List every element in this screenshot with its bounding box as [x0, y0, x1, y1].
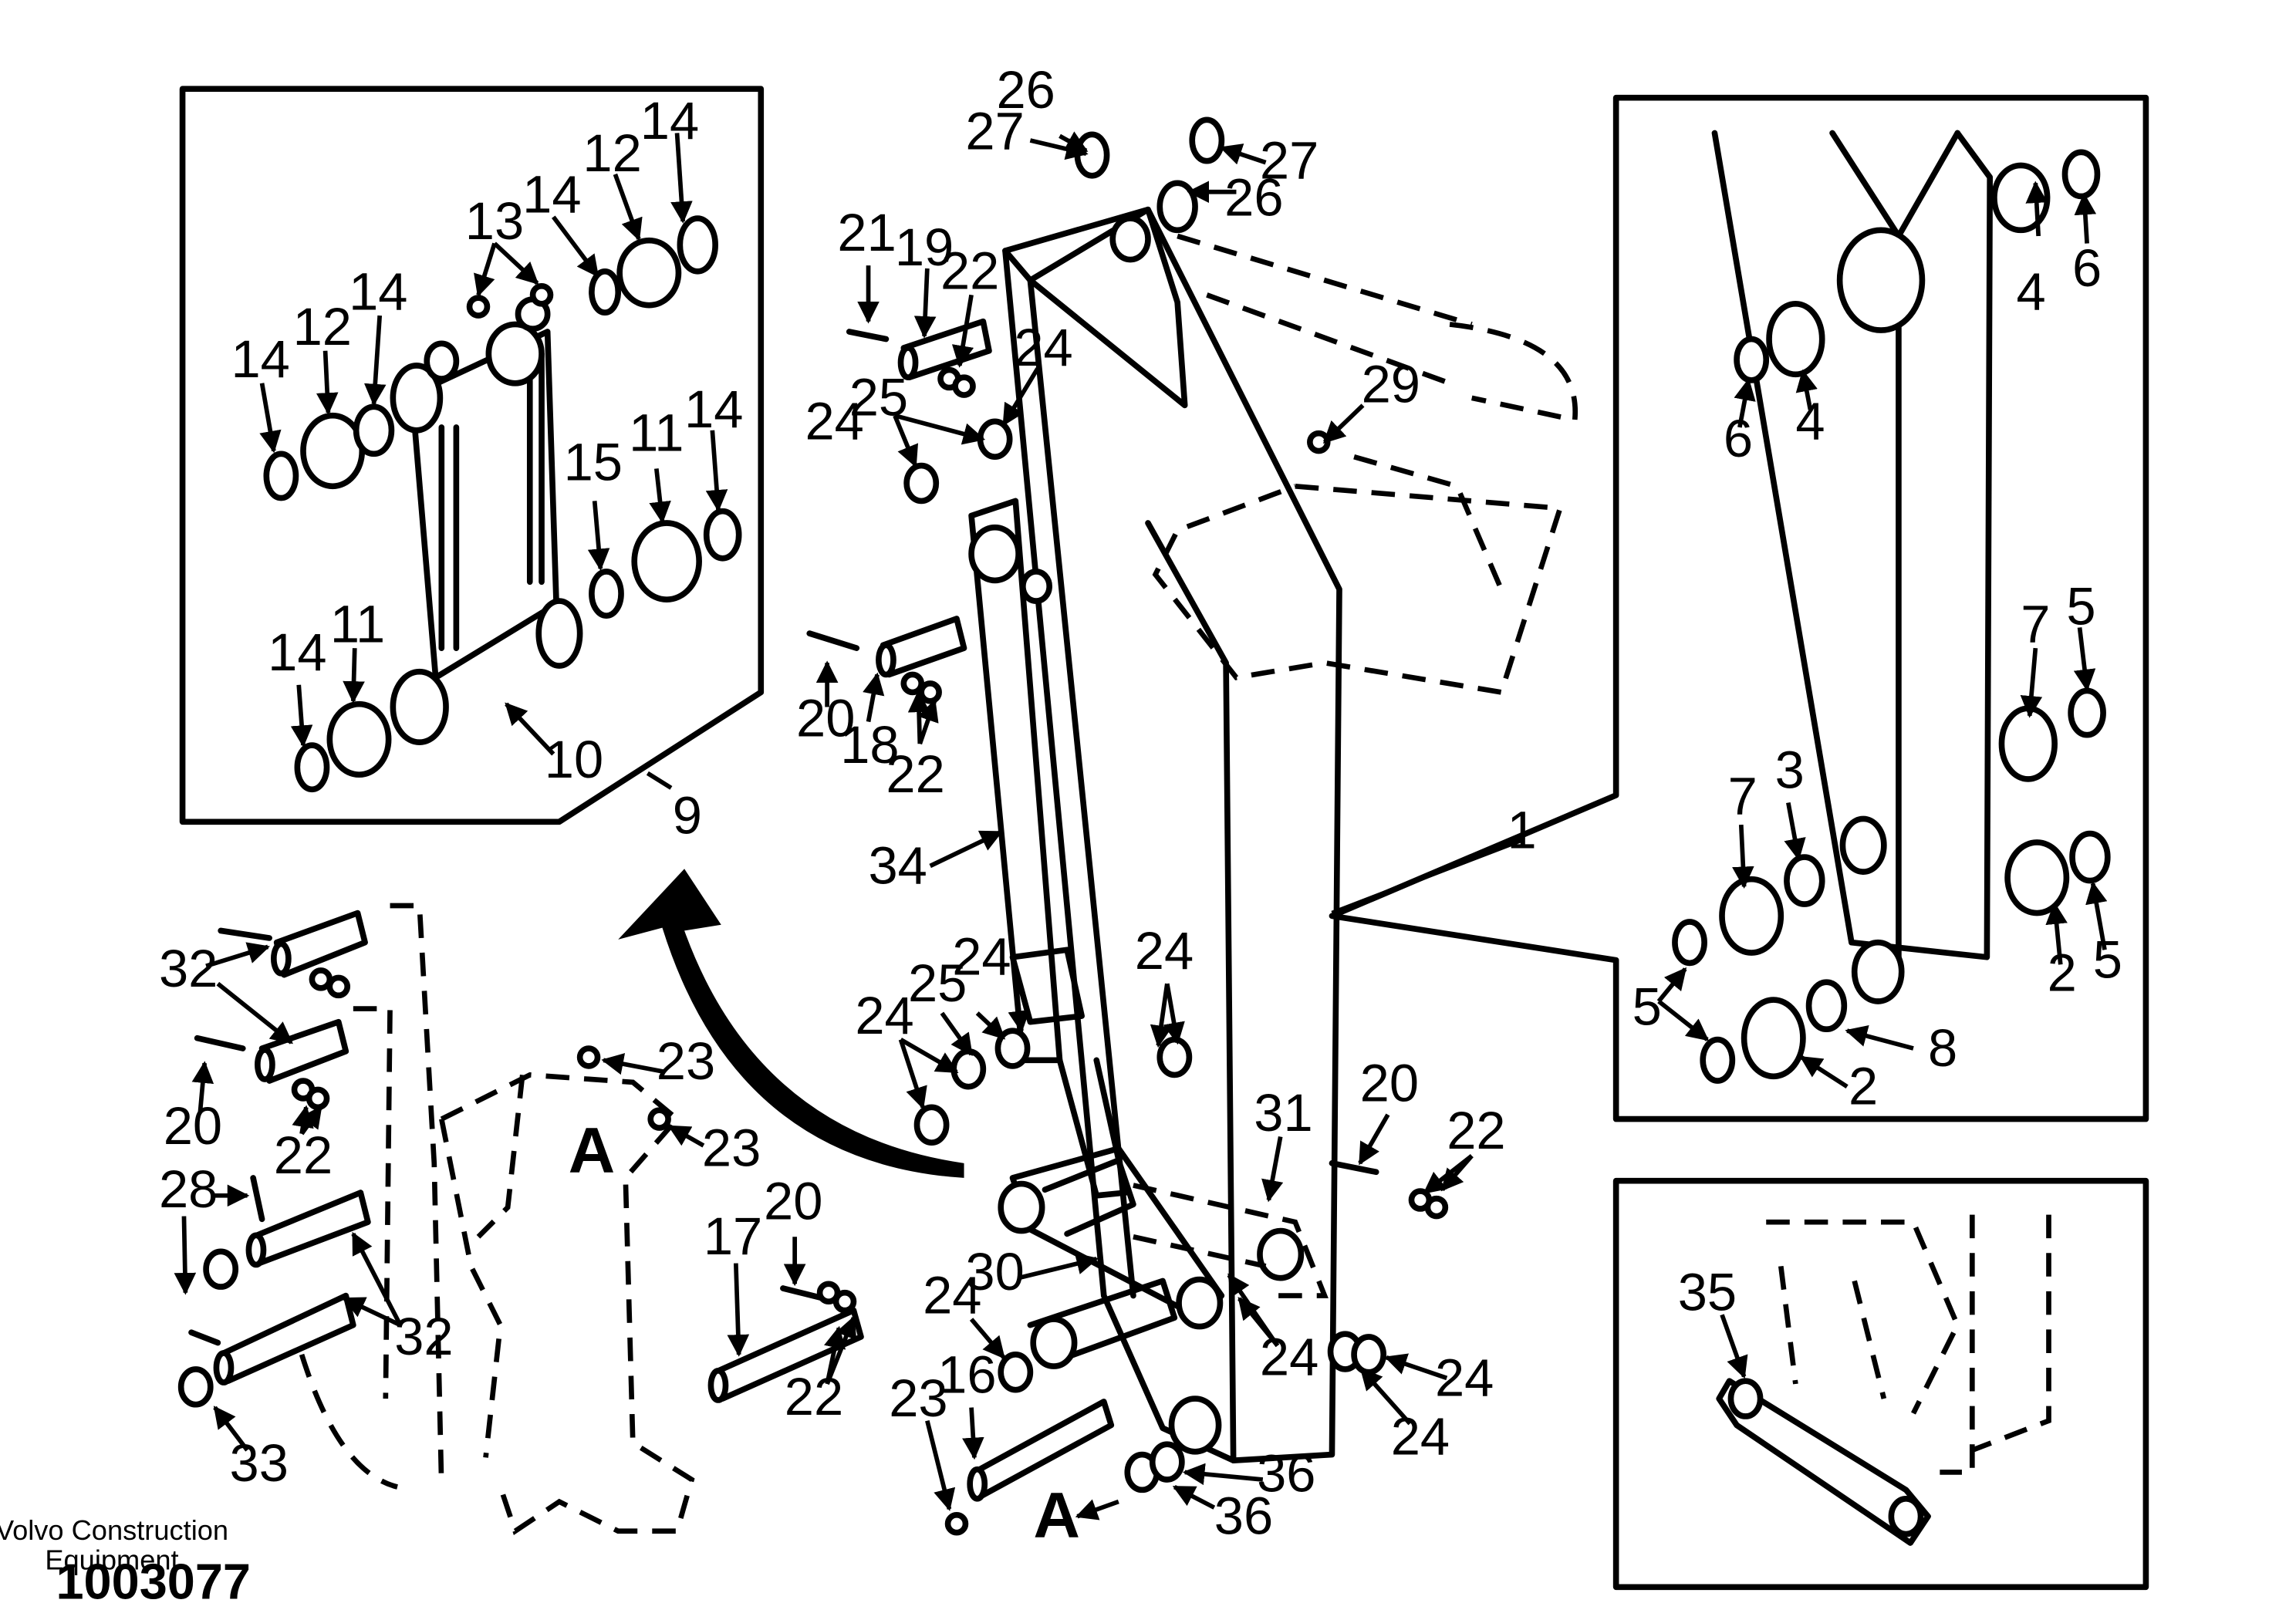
- callout-12: 12: [293, 297, 352, 356]
- callout-24: 24: [1014, 318, 1072, 377]
- callout-19: 19: [895, 218, 954, 277]
- callout-21: 21: [837, 203, 896, 262]
- callout-11: 11: [629, 403, 684, 463]
- callout-27: 27: [965, 101, 1024, 160]
- callout-20: 20: [796, 689, 855, 748]
- callout-8: 8: [1928, 1018, 1957, 1078]
- inset-link-35: [1612, 1177, 2149, 1591]
- callout-5: 5: [2093, 930, 2122, 989]
- callout-10: 10: [545, 730, 603, 789]
- callout-14: 14: [349, 262, 407, 321]
- callout-30: 30: [965, 1242, 1024, 1301]
- callout-36: 24: [1391, 1407, 1450, 1466]
- callout-labels: 26 27 27 26 21 19 22 24 25 24 29 12 14 1…: [159, 60, 2122, 1546]
- callout-1: 1: [1507, 801, 1536, 860]
- arm-assembly: [968, 206, 1578, 1464]
- callout-27: 27: [1260, 131, 1319, 191]
- callout-29: 29: [1362, 355, 1420, 414]
- callout-24: 36: [1214, 1487, 1273, 1546]
- callout-26: 26: [996, 60, 1055, 120]
- callout-22: 22: [274, 1126, 333, 1185]
- curved-arrow: [618, 869, 964, 1178]
- callout-22: 22: [785, 1367, 843, 1426]
- callout-35: 35: [1678, 1263, 1737, 1322]
- callout-24: 24: [952, 927, 1011, 987]
- callout-9: 9: [673, 786, 702, 845]
- callout-24: 24: [923, 1265, 981, 1325]
- callout-31: 31: [1254, 1083, 1312, 1142]
- callout-32: 32: [394, 1307, 453, 1366]
- callout-22: 22: [886, 744, 944, 804]
- callout-6: 6: [2072, 238, 2102, 298]
- callout-24: 24: [855, 986, 913, 1045]
- callout-20: 20: [1360, 1054, 1419, 1113]
- section-marker-a: A: [569, 1113, 616, 1186]
- callout-22: 22: [1447, 1101, 1505, 1160]
- callout-7: 7: [1728, 767, 1757, 826]
- callout-36: 36: [1257, 1443, 1315, 1503]
- callout-4: 4: [1795, 391, 1825, 451]
- callout-11: 11: [330, 595, 385, 654]
- callout-16: 16: [937, 1345, 996, 1404]
- callout-33: 33: [230, 1433, 289, 1493]
- callout-28: 28: [159, 1159, 218, 1219]
- callout-18: 18: [840, 715, 899, 775]
- company-name-line1: Volvo Construction: [0, 1514, 228, 1546]
- callout-20: 20: [164, 1096, 222, 1156]
- callout-15: 15: [564, 433, 623, 492]
- callout-7: 7: [2021, 595, 2050, 654]
- callout-14: 14: [640, 91, 699, 150]
- callout-22: 22: [940, 241, 999, 301]
- callout-23: 23: [702, 1119, 761, 1178]
- hardware: [177, 116, 1449, 1536]
- callout-25: 25: [908, 953, 967, 1013]
- inset-arm-bushings: [1329, 94, 2149, 1122]
- callout-17: 17: [704, 1207, 762, 1266]
- callout-25: 25: [849, 368, 908, 427]
- callout-13: 13: [465, 191, 524, 251]
- callout-12: 12: [582, 123, 641, 183]
- callout-4: 4: [2017, 262, 2046, 321]
- callout-14: 14: [268, 623, 326, 682]
- callout-32: 32: [159, 939, 218, 998]
- callout-2: 2: [1849, 1057, 1878, 1116]
- callout-20: 20: [764, 1171, 822, 1230]
- callout-23: 23: [657, 1031, 715, 1091]
- callout-26: 26: [1224, 167, 1283, 227]
- company-name-line2: Equipment: [45, 1544, 178, 1575]
- callout-24: 24: [1135, 921, 1194, 980]
- link-assembly-30-31: [998, 1145, 1329, 1369]
- callout-6: 6: [1724, 409, 1753, 468]
- callout-14: 14: [522, 164, 581, 224]
- callout-24: 24: [805, 391, 863, 451]
- callout-14: 14: [231, 329, 289, 389]
- callout-2: 2: [2048, 943, 2077, 1003]
- leader-lines: [174, 131, 2108, 1520]
- callout-24: 24: [1260, 1328, 1319, 1387]
- section-marker-a: A: [1033, 1478, 1080, 1551]
- callout-5: 5: [2066, 577, 2095, 636]
- callout-5: 5: [1633, 977, 1662, 1037]
- callout-34: 34: [869, 835, 927, 895]
- document-number: 1003077: [56, 1554, 251, 1610]
- inset-link-assembly: [179, 86, 765, 825]
- bucket-region: [299, 903, 695, 1535]
- callout-23: 23: [889, 1369, 947, 1428]
- callout-3: 3: [1775, 740, 1805, 799]
- callout-14: 14: [684, 380, 743, 439]
- callout-24: 24: [1435, 1348, 1494, 1407]
